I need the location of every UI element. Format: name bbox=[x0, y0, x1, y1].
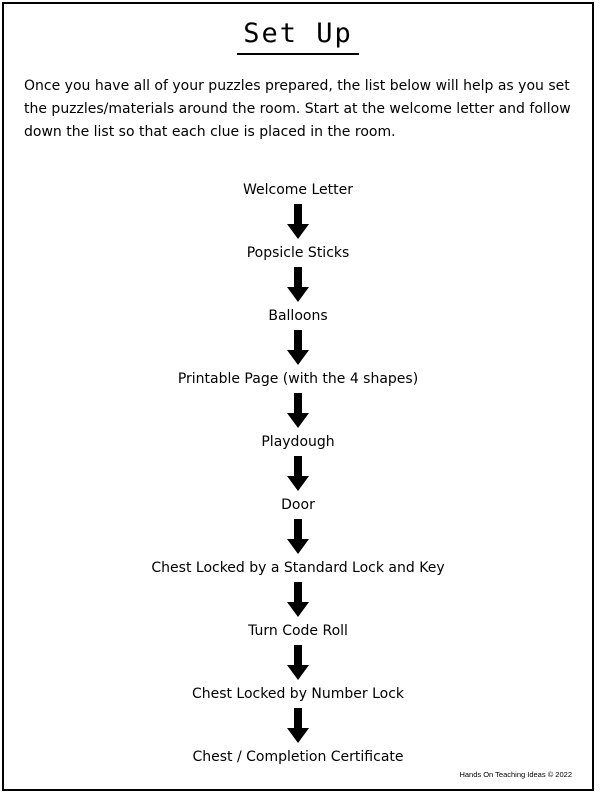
down-arrow-icon bbox=[287, 267, 309, 302]
copyright-footer: Hands On Teaching Ideas © 2022 bbox=[459, 770, 572, 779]
page-title: Set Up bbox=[237, 16, 359, 55]
down-arrow-icon bbox=[287, 519, 309, 554]
step-popsicle-sticks: Popsicle Sticks bbox=[246, 245, 350, 261]
down-arrow-icon bbox=[287, 582, 309, 617]
down-arrow-icon bbox=[287, 645, 309, 680]
intro-paragraph: Once you have all of your puzzles prepar… bbox=[24, 78, 571, 140]
step-chest-number-lock: Chest Locked by Number Lock bbox=[191, 686, 405, 702]
step-completion-certificate: Chest / Completion Certificate bbox=[192, 749, 404, 765]
down-arrow-icon bbox=[287, 330, 309, 365]
step-welcome-letter: Welcome Letter bbox=[242, 182, 353, 198]
step-playdough: Playdough bbox=[261, 434, 335, 450]
page-title-wrapper: Set Up bbox=[4, 16, 592, 55]
step-door: Door bbox=[281, 497, 315, 513]
step-printable-page: Printable Page (with the 4 shapes) bbox=[177, 371, 419, 387]
down-arrow-icon bbox=[287, 204, 309, 239]
down-arrow-icon bbox=[287, 456, 309, 491]
setup-flow: Welcome Letter Popsicle Sticks Balloons … bbox=[4, 178, 592, 769]
document-page: Set Up Once you have all of your puzzles… bbox=[2, 2, 594, 791]
down-arrow-icon bbox=[287, 708, 309, 743]
down-arrow-icon bbox=[287, 393, 309, 428]
step-chest-standard-lock: Chest Locked by a Standard Lock and Key bbox=[151, 560, 445, 576]
step-turn-code-roll: Turn Code Roll bbox=[248, 623, 348, 639]
step-balloons: Balloons bbox=[268, 308, 328, 324]
